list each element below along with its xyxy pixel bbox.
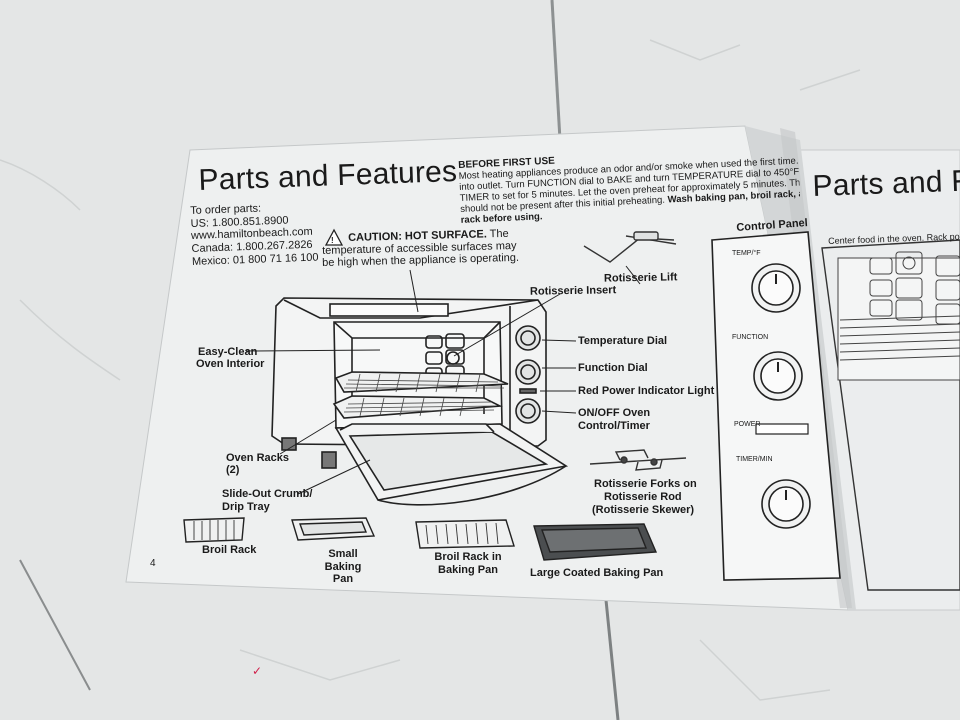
order-parts-block: To order parts: US: 1.800.851.8900 www.h… xyxy=(190,201,319,269)
control-function-label: FUNCTION xyxy=(732,334,769,341)
accessory-label-text: Broil Rack in Baking Pan xyxy=(434,551,502,576)
label-onoff: Control/Timer xyxy=(578,420,650,432)
accessory-label-text: Small Baking Pan xyxy=(324,548,362,586)
leader-lines xyxy=(245,265,641,495)
control-timer-label: TIMER/MIN xyxy=(736,456,773,463)
table-seam xyxy=(550,0,562,141)
label-rotisserie-forks: (Rotisserie Skewer) xyxy=(592,504,695,516)
caution-triangle xyxy=(324,228,344,246)
label-red-light: Red Power Indicator Light xyxy=(578,385,715,397)
label-rotisserie-forks: Rotisserie Rod xyxy=(604,491,682,503)
label-easy-clean: Oven Interior xyxy=(196,358,265,370)
label-crumb-tray: Drip Tray xyxy=(222,501,270,513)
control-temp-label: TEMP/°F xyxy=(732,250,761,257)
accessory-label: Small Baking Pan xyxy=(314,548,372,586)
label-onoff: ON/OFF Oven xyxy=(578,407,651,419)
label-temperature-dial: Temperature Dial xyxy=(578,335,668,347)
oven-door xyxy=(334,423,569,506)
label-crumb-tray: Slide-Out Crumb/ xyxy=(222,488,313,500)
control-power-label: POWER xyxy=(734,421,761,428)
caution-text: The xyxy=(489,227,509,241)
accessory-label: Large Coated Baking Pan xyxy=(530,567,664,579)
accessory-label: Broil Rack in Baking Pan xyxy=(428,551,508,576)
rotisserie-forks-illustration xyxy=(589,449,687,471)
red-mark: ✓ xyxy=(252,664,263,678)
label-easy-clean: Easy-Clean xyxy=(198,346,258,358)
rotisserie-lift-illustration xyxy=(583,231,677,263)
right-page-title: Parts and F xyxy=(812,164,960,203)
svg-text:!: ! xyxy=(331,236,334,245)
accessories-illustration xyxy=(183,517,658,561)
page-number: 4 xyxy=(150,558,156,569)
label-rotisserie-forks: Rotisserie Forks on xyxy=(594,478,697,490)
oven-illustration xyxy=(271,297,547,469)
label-function-dial: Function Dial xyxy=(578,362,648,374)
label-oven-racks: (2) xyxy=(226,464,240,476)
label-rotisserie-insert: Rotisserie Insert xyxy=(529,284,617,298)
label-rotisserie-lift: Rotisserie Lift xyxy=(603,271,678,285)
accessory-label: Broil Rack xyxy=(202,544,257,556)
table-seam xyxy=(604,599,620,720)
control-panel-illustration xyxy=(711,231,841,581)
label-oven-racks: Oven Racks xyxy=(226,452,289,464)
